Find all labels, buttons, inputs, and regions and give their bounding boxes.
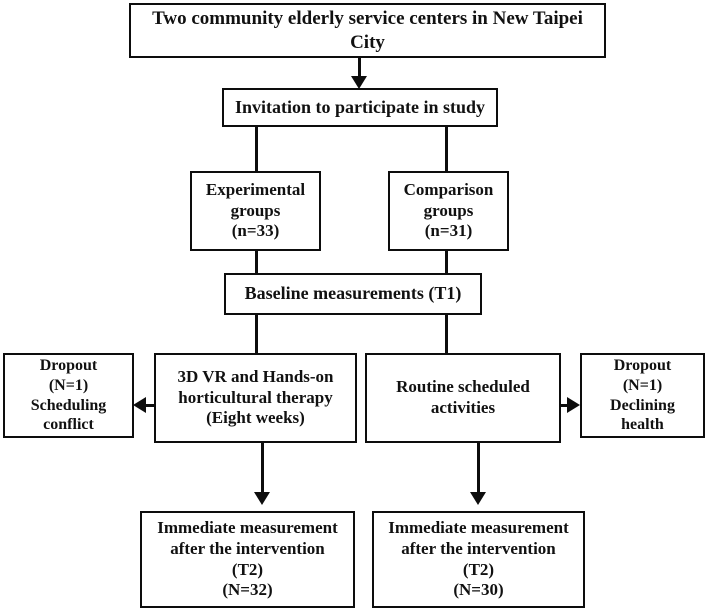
node-baseline-measurements: Baseline measurements (T1) (224, 273, 482, 315)
arrowhead-routine-to-dropout (567, 397, 580, 413)
node-comparison-groups: Comparison groups (n=31) (388, 171, 509, 251)
node-vr-horticultural-therapy: 3D VR and Hands-on horticultural therapy… (154, 353, 357, 443)
node-t2-experimental-label: Immediate measurement after the interven… (157, 518, 338, 600)
node-routine-activities-label: Routine scheduled activities (396, 377, 530, 417)
node-dropout-experimental: Dropout (N=1) Scheduling conflict (3, 353, 134, 438)
node-dropout-experimental-label: Dropout (N=1) Scheduling conflict (30, 357, 107, 434)
connector-routine-to-t2 (477, 442, 480, 494)
node-vr-horticultural-therapy-label: 3D VR and Hands-on horticultural therapy… (177, 366, 334, 428)
arrowhead-centers-to-invitation (351, 76, 367, 89)
connector-baseline-to-routine (445, 314, 448, 355)
node-service-centers: Two community elderly service centers in… (129, 3, 606, 58)
node-t2-comparison-label: Immediate measurement after the interven… (388, 518, 569, 600)
connector-therapy-to-t2 (261, 442, 264, 494)
node-dropout-comparison-label: Dropout (N=1) Declining health (610, 357, 675, 434)
connector-therapy-to-dropout (146, 404, 158, 407)
connector-invitation-down-left (255, 127, 258, 173)
node-t2-experimental: Immediate measurement after the interven… (140, 511, 355, 608)
connector-experimental-to-baseline (255, 249, 258, 275)
node-experimental-groups-label: Experimental groups (n=33) (205, 179, 306, 241)
connector-routine-to-dropout (559, 404, 569, 407)
arrowhead-therapy-to-t2 (254, 492, 270, 505)
connector-baseline-to-therapy (255, 314, 258, 355)
node-invitation-label: Invitation to participate in study (234, 96, 486, 117)
node-baseline-measurements-label: Baseline measurements (T1) (244, 283, 462, 304)
node-comparison-groups-label: Comparison groups (n=31) (403, 179, 494, 241)
connector-comparison-to-baseline (445, 249, 448, 275)
node-experimental-groups: Experimental groups (n=33) (190, 171, 321, 251)
node-dropout-comparison: Dropout (N=1) Declining health (580, 353, 705, 438)
node-service-centers-label: Two community elderly service centers in… (152, 8, 583, 53)
connector-centers-to-invitation (358, 58, 361, 80)
node-t2-comparison: Immediate measurement after the interven… (372, 511, 585, 608)
node-invitation: Invitation to participate in study (222, 88, 498, 127)
arrowhead-routine-to-t2 (470, 492, 486, 505)
connector-invitation-down-right (445, 127, 448, 173)
node-routine-activities: Routine scheduled activities (365, 353, 561, 443)
arrowhead-therapy-to-dropout (133, 397, 146, 413)
